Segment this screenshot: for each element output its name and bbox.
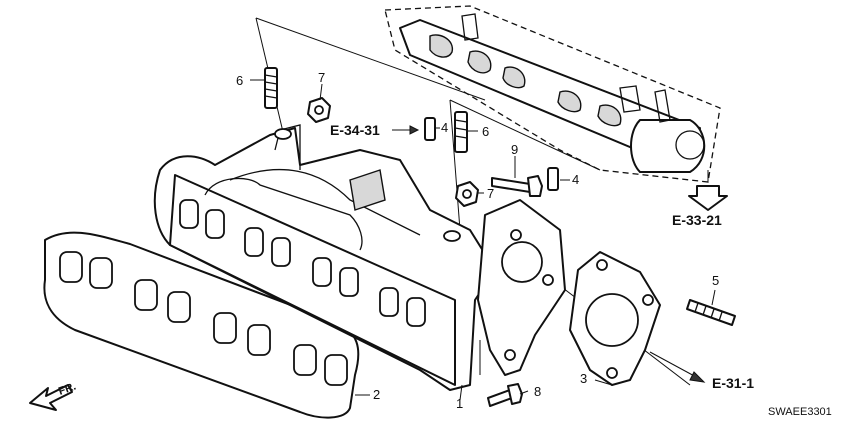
callout-6-upper: 6 [236, 73, 243, 88]
callout-7-center: 7 [487, 186, 494, 201]
callout-4-center: 4 [441, 120, 448, 135]
intake-manifold-gasket [43, 231, 360, 419]
reference-arrow-e311 [649, 351, 706, 383]
callout-1: 1 [456, 396, 463, 411]
front-label: FR. [57, 380, 78, 397]
bolt-8 [487, 383, 523, 407]
diagram-code: SWAEE3301 [768, 406, 832, 418]
stud-bolt-6-center [454, 111, 468, 153]
callout-3: 3 [580, 371, 587, 386]
callout-leaders [250, 79, 716, 401]
callout-6-center: 6 [482, 124, 489, 139]
callout-7-upper: 7 [318, 70, 325, 85]
front-direction-arrow [29, 384, 73, 411]
stud-bolt-5 [686, 299, 736, 326]
throttle-body-gasket [569, 251, 661, 386]
ref-e-33-21[interactable]: E-33-21 [672, 212, 722, 228]
manifold-throttle-flange [477, 199, 566, 376]
stud-bolt-6-upper [264, 67, 278, 109]
stud-bolt-4-center [424, 117, 436, 141]
callout-8: 8 [534, 384, 541, 399]
stud-bolt-4-right [547, 167, 559, 191]
callout-5: 5 [712, 273, 719, 288]
intake-manifold [153, 124, 496, 391]
ref-e-31-1[interactable]: E-31-1 [712, 375, 754, 391]
nut-7-upper [307, 97, 331, 123]
reference-arrow-e3431 [392, 125, 420, 135]
callout-2: 2 [373, 387, 380, 402]
ref-e-34-31[interactable]: E-34-31 [330, 122, 380, 138]
callout-9: 9 [511, 142, 518, 157]
callout-4-right: 4 [572, 172, 579, 187]
nut-7-center [455, 181, 479, 207]
fuel-injector-assembly [384, 5, 728, 211]
bolt-9 [491, 175, 543, 197]
